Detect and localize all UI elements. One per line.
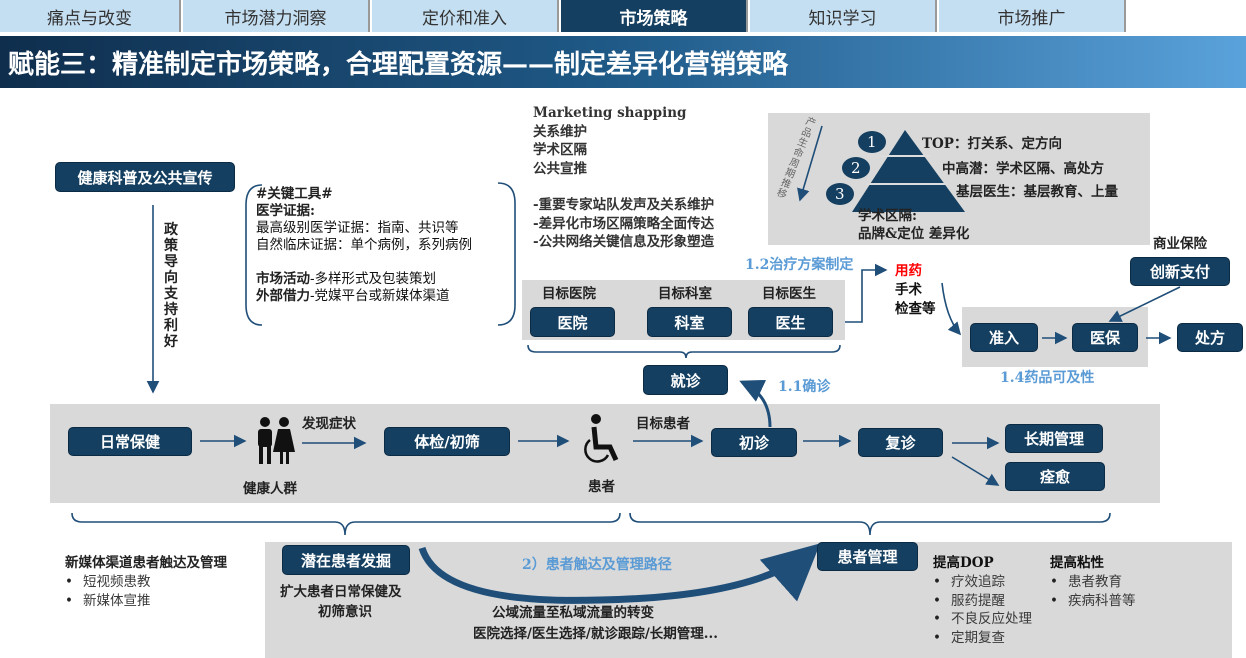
patient-journey-panel <box>50 404 1160 503</box>
innovative-pay-button[interactable]: 创新支付 <box>1130 257 1230 286</box>
external-text: -党媒平台或新媒体渠道 <box>310 288 450 304</box>
activity-label: 市场活动 <box>256 271 310 287</box>
policy-vertical-text: 政策导向支持利好 <box>164 222 178 350</box>
pyramid-panel <box>768 113 1150 245</box>
level-text: 中高潜：学术区隔、高处方 <box>942 161 1104 177</box>
long-term-button[interactable]: 长期管理 <box>1005 424 1103 453</box>
level-text: 基层医生：基层教育、上量 <box>956 184 1118 200</box>
target-label: 目标医院 <box>542 286 596 302</box>
insurance-label: 商业保险 <box>1153 236 1207 252</box>
cured-button[interactable]: 痊愈 <box>1005 462 1105 491</box>
treatment-plan-label: 1.2治疗方案制定 <box>745 257 854 273</box>
stickiness-item: 患者教育 <box>1050 573 1135 592</box>
evidence-1: 最高级别医学证据：指南、共识等 <box>256 220 459 236</box>
stickiness-title: 提高粘性 <box>1050 555 1104 571</box>
insurance-button[interactable]: 医保 <box>1072 323 1138 352</box>
symptoms-label: 发现症状 <box>302 416 356 432</box>
path-label: 2）患者触达及管理路径 <box>522 557 672 573</box>
key-tools: #关键工具# 医学证据: 最高级别医学证据：指南、共识等 自然临床证据：单个病例… <box>256 186 472 305</box>
marketing-block: Marketing shapping 关系维护 学术区隔 公共宣推 -重要专家站… <box>533 104 714 252</box>
marketing-action: -公共网络关键信息及形象塑造 <box>533 234 715 250</box>
dop-item: 定期复查 <box>933 629 1032 648</box>
stickiness-item: 疾病科普等 <box>1050 592 1136 611</box>
discovery-desc: 初筛意识 <box>318 604 372 620</box>
new-media-title: 新媒体渠道患者触达及管理 <box>65 555 227 571</box>
visit-button[interactable]: 就诊 <box>643 365 728 395</box>
doctor-button[interactable]: 医生 <box>748 307 833 337</box>
screening-button[interactable]: 体检/初筛 <box>384 427 510 456</box>
first-visit-button[interactable]: 初诊 <box>711 428 797 457</box>
healthy-people-label: 健康人群 <box>243 481 297 497</box>
marketing-item: 关系维护 <box>533 123 587 140</box>
diagnosis-label: 1.1确诊 <box>778 379 831 395</box>
patient-label: 患者 <box>588 479 615 495</box>
pyramid-footer: 学术区隔: <box>858 208 917 224</box>
dop-item: 服药提醒 <box>933 592 1032 611</box>
activity-text: -多样形式及包装策划 <box>310 271 437 287</box>
tab-market-strategy[interactable]: 市场策略 <box>561 0 748 32</box>
patient-management-button[interactable]: 患者管理 <box>817 542 918 571</box>
drug-accessibility-label: 1.4药品可及性 <box>1000 370 1095 386</box>
evidence-title: 医学证据: <box>256 203 315 219</box>
tab-pricing-access[interactable]: 定价和准入 <box>372 0 559 32</box>
health-promo-box[interactable]: 健康科普及公共宣传 <box>55 162 235 192</box>
traffic-text: 公域流量至私域流量的转变 <box>492 605 654 621</box>
traffic-text: 医院选择/医生选择/就诊跟踪/长期管理... <box>473 626 718 642</box>
dop-item: 疗效追踪 <box>933 573 1032 592</box>
tab-promotion[interactable]: 市场推广 <box>939 0 1126 32</box>
marketing-item: 公共宣推 <box>533 160 587 177</box>
people-icon <box>258 417 295 464</box>
wheelchair-icon <box>584 414 619 463</box>
pyramid-footer: 品牌&定位 差异化 <box>858 226 970 242</box>
hospital-button[interactable]: 医院 <box>530 307 615 337</box>
level-text: TOP：打关系、定方向 <box>922 136 1062 152</box>
evidence-2: 自然临床证据：单个病例，系列病例 <box>256 237 472 253</box>
marketing-title: Marketing shapping <box>533 105 687 121</box>
level-number: 1 <box>867 133 877 151</box>
prescription-button[interactable]: 处方 <box>1177 323 1243 352</box>
key-tools-header: #关键工具# <box>256 186 333 202</box>
patient-discovery-button[interactable]: 潜在患者发掘 <box>282 545 410 575</box>
tab-knowledge[interactable]: 知识学习 <box>750 0 937 32</box>
dop-title: 提高DOP <box>933 555 994 571</box>
marketing-action: -重要专家站队发声及关系维护 <box>533 197 715 213</box>
follow-up-button[interactable]: 复诊 <box>858 428 943 457</box>
discovery-desc: 扩大患者日常保健及 <box>280 584 402 600</box>
external-label: 外部借力 <box>256 288 310 304</box>
surgery-label: 手术 <box>895 282 922 298</box>
daily-care-button[interactable]: 日常保健 <box>68 427 192 456</box>
department-button[interactable]: 科室 <box>647 307 732 337</box>
new-media-item: 短视频患教 <box>65 573 151 592</box>
drug-label: 用药 <box>895 263 922 279</box>
level-number: 3 <box>835 185 845 203</box>
target-label: 目标医生 <box>762 286 816 302</box>
exam-label: 检查等 <box>895 301 936 317</box>
level-number: 2 <box>851 159 861 177</box>
new-media-item: 新媒体宣推 <box>65 592 151 611</box>
target-label: 目标科室 <box>658 286 712 302</box>
dop-item: 不良反应处理 <box>933 610 1032 629</box>
target-patient-label: 目标患者 <box>636 416 690 432</box>
page-title: 赋能三：精准制定市场策略，合理配置资源——制定差异化营销策略 <box>0 36 1246 88</box>
tab-pain-points[interactable]: 痛点与改变 <box>0 0 181 32</box>
marketing-item: 学术区隔 <box>533 142 587 158</box>
marketing-action: -差异化市场区隔策略全面传达 <box>533 215 715 232</box>
access-button[interactable]: 准入 <box>970 323 1038 352</box>
tab-market-potential[interactable]: 市场潜力洞察 <box>183 0 370 32</box>
